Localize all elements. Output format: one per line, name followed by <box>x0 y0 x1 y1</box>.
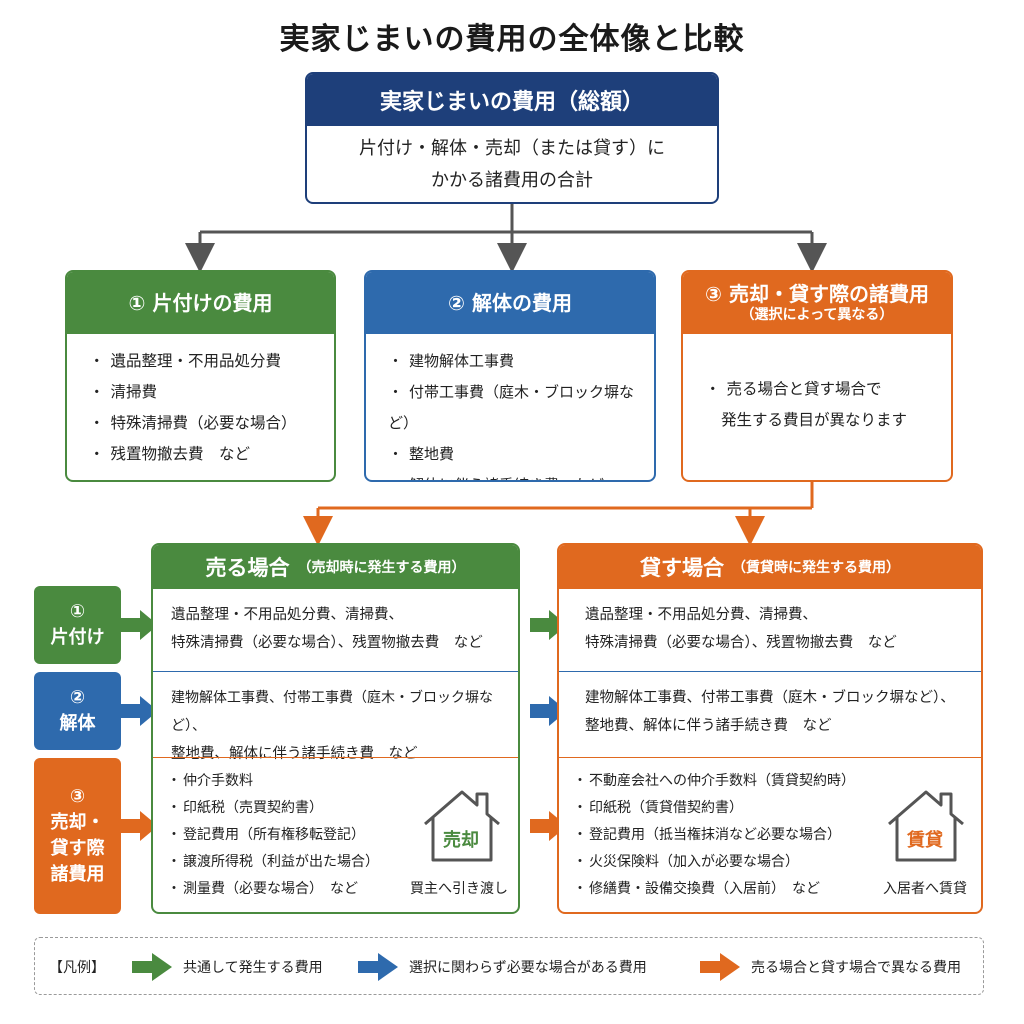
house-icon <box>888 790 964 862</box>
list-item: 遺品整理・不用品処分費 <box>89 346 334 377</box>
rent-panel-header: 貸す場合 （賃貸時に発生する費用） <box>559 545 981 589</box>
list-item: 譲渡所得税（利益が出た場合） <box>167 849 379 876</box>
side-label-cleanup: ① 片付け <box>34 586 121 664</box>
rent-fee-list: 不動産会社への仲介手数料（賃貸契約時） 印紙税（賃貸借契約書） 登記費用（抵当権… <box>573 768 855 903</box>
category-sale-rent-subheading: （選択によって異なる） <box>740 307 894 323</box>
category-cleanup-box: ① 片付けの費用 遺品整理・不用品処分費 清掃費 特殊清掃費（必要な場合） 残置… <box>65 270 336 482</box>
legend-label: 【凡例】 <box>49 960 105 976</box>
sell-row-demolition-text: 建物解体工事費、付帯工事費（庭木・ブロック塀など）、 整地費、解体に伴う諸手続き… <box>171 684 518 768</box>
category-sale-rent-box: ③ 売却・貸す際の諸費用 （選択によって異なる） 売る場合と貸す場合で 発生する… <box>681 270 953 482</box>
sell-row-fees: 仲介手数料 印紙税（売買契約書） 登記費用（所有権移転登記） 譲渡所得税（利益が… <box>153 757 518 912</box>
sell-row-demolition: 建物解体工事費、付帯工事費（庭木・ブロック塀など）、 整地費、解体に伴う諸手続き… <box>153 671 518 762</box>
rent-panel-subheading: （賃貸時に発生する費用） <box>732 560 900 576</box>
total-cost-line1: 片付け・解体・売却（または貸す）に <box>359 138 665 159</box>
rent-row-demolition: 建物解体工事費、付帯工事費（庭木・ブロック塀など）、 整地費、解体に伴う諸手続き… <box>559 671 981 757</box>
legend: 【凡例】 共通して発生する費用 選択に関わらず必要な場合がある費用 売る場合と貸… <box>34 937 984 995</box>
list-item-continuation: 発生する費目が異なります <box>721 411 908 429</box>
rent-row-fees: 不動産会社への仲介手数料（賃貸契約時） 印紙税（賃貸借契約書） 登記費用（抵当権… <box>559 757 981 912</box>
side-label-demolition: ② 解体 <box>34 672 121 750</box>
sell-panel: 売る場合 （売却時に発生する費用） 遺品整理・不用品処分費、清掃費、 特殊清掃費… <box>151 543 520 914</box>
total-cost-description: 片付け・解体・売却（または貸す）に かかる諸費用の合計 <box>307 126 717 202</box>
sell-row-cleanup-text: 遺品整理・不用品処分費、清掃費、 特殊清掃費（必要な場合）、残置物撤去費 など <box>171 601 483 657</box>
total-cost-line2: かかる諸費用の合計 <box>431 170 593 191</box>
arrow-green-left <box>121 610 158 640</box>
category-sale-rent-heading: ③ 売却・貸す際の諸費用 <box>705 282 929 306</box>
category-cleanup-list: 遺品整理・不用品処分費 清掃費 特殊清掃費（必要な場合） 残置物撤去費 など <box>67 334 334 470</box>
legend-arrow-green <box>132 953 172 981</box>
sell-panel-header: 売る場合 （売却時に発生する費用） <box>153 545 518 589</box>
list-item: 解体に伴う諸手続き費 など <box>388 470 654 480</box>
arrow-blue-left <box>121 696 158 726</box>
side-label-number: ① <box>69 601 86 622</box>
orange-connector <box>303 482 814 546</box>
list-item: 修繕費・設備交換費（入居前） など <box>573 876 855 903</box>
rent-row-cleanup: 遺品整理・不用品処分費、清掃費、 特殊清掃費（必要な場合）、残置物撤去費 など <box>559 589 981 671</box>
sell-fee-list: 仲介手数料 印紙税（売買契約書） 登記費用（所有権移転登記） 譲渡所得税（利益が… <box>167 768 379 903</box>
house-label-rent: 賃貸 <box>907 830 943 851</box>
category-sale-rent-header: ③ 売却・貸す際の諸費用 （選択によって異なる） <box>683 272 951 334</box>
total-cost-heading: 実家じまいの費用（総額） <box>307 74 717 126</box>
row-line: 整地費、解体に伴う諸手続き費 など <box>171 746 418 762</box>
legend-orange-text: 売る場合と貸す場合で異なる費用 <box>751 960 961 976</box>
rent-row-cleanup-text: 遺品整理・不用品処分費、清掃費、 特殊清掃費（必要な場合）、残置物撤去費 など <box>585 601 897 657</box>
sell-panel-heading: 売る場合 <box>205 556 290 580</box>
list-item: 印紙税（賃貸借契約書） <box>573 795 855 822</box>
category-demolition-box: ② 解体の費用 建物解体工事費 付帯工事費（庭木・ブロック塀など） 整地費 解体… <box>364 270 656 482</box>
list-item: 清掃費 <box>89 377 334 408</box>
list-item: 建物解体工事費 <box>388 346 654 377</box>
sell-row-cleanup: 遺品整理・不用品処分費、清掃費、 特殊清掃費（必要な場合）、残置物撤去費 など <box>153 589 518 671</box>
list-item: 付帯工事費（庭木・ブロック塀など） <box>388 377 654 439</box>
row-line: 整地費、解体に伴う諸手続き費 など <box>585 718 832 734</box>
list-item: 整地費 <box>388 439 654 470</box>
legend-arrow-blue <box>358 953 398 981</box>
row-line: 特殊清掃費（必要な場合）、残置物撤去費 など <box>585 635 897 651</box>
category-sale-rent-list: 売る場合と貸す場合で 発生する費目が異なります <box>683 334 951 436</box>
side-label-text: 諸費用 <box>50 864 105 885</box>
side-label-text: 貸す際 <box>50 838 105 859</box>
row-line: 建物解体工事費、付帯工事費（庭木・ブロック塀など）、 <box>171 690 493 734</box>
house-label-sell: 売却 <box>443 830 479 851</box>
category-cleanup-heading: ① 片付けの費用 <box>67 272 334 334</box>
list-item: 登記費用（所有権移転登記） <box>167 822 379 849</box>
house-caption-sell: 買主へ引き渡し <box>410 881 508 897</box>
list-item: 印紙税（売買契約書） <box>167 795 379 822</box>
tree-connector <box>185 204 827 273</box>
legend-arrow-orange <box>700 953 740 981</box>
page-title: 実家じまいの費用の全体像と比較 <box>279 22 745 57</box>
side-label-text: 解体 <box>59 713 96 734</box>
list-item: 残置物撤去費 など <box>89 439 334 470</box>
arrow-orange-left <box>121 811 158 841</box>
list-item: 測量費（必要な場合） など <box>167 876 379 903</box>
category-demolition-list: 建物解体工事費 付帯工事費（庭木・ブロック塀など） 整地費 解体に伴う諸手続き費… <box>366 334 654 480</box>
list-item: 不動産会社への仲介手数料（賃貸契約時） <box>573 768 855 795</box>
list-item: 特殊清掃費（必要な場合） <box>89 408 334 439</box>
side-label-sale-rent: ③ 売却・ 貸す際 諸費用 <box>34 758 121 914</box>
total-cost-box: 実家じまいの費用（総額） 片付け・解体・売却（または貸す）に かかる諸費用の合計 <box>305 72 719 204</box>
list-item: 登記費用（抵当権抹消など必要な場合） <box>573 822 855 849</box>
category-demolition-heading: ② 解体の費用 <box>366 272 654 334</box>
row-line: 建物解体工事費、付帯工事費（庭木・ブロック塀など）、 <box>585 690 955 706</box>
rent-panel-heading: 貸す場合 <box>640 556 724 580</box>
row-line: 遺品整理・不用品処分費、清掃費、 <box>171 607 403 623</box>
sell-panel-subheading: （売却時に発生する費用） <box>297 560 466 576</box>
legend-green-text: 共通して発生する費用 <box>183 960 323 976</box>
side-label-number: ② <box>69 687 86 708</box>
list-item: 売る場合と貸す場合で <box>705 374 951 405</box>
rent-panel: 貸す場合 （賃貸時に発生する費用） 遺品整理・不用品処分費、清掃費、 特殊清掃費… <box>557 543 983 914</box>
list-item: 仲介手数料 <box>167 768 379 795</box>
house-icon <box>424 790 500 862</box>
side-label-number: ③ <box>69 786 86 807</box>
side-label-text: 片付け <box>50 627 105 648</box>
rent-row-demolition-text: 建物解体工事費、付帯工事費（庭木・ブロック塀など）、 整地費、解体に伴う諸手続き… <box>585 684 955 740</box>
row-line: 遺品整理・不用品処分費、清掃費、 <box>585 607 817 623</box>
row-line: 特殊清掃費（必要な場合）、残置物撤去費 など <box>171 635 483 651</box>
side-label-text: 売却・ <box>50 812 105 833</box>
legend-blue-text: 選択に関わらず必要な場合がある費用 <box>409 960 647 976</box>
list-item: 火災保険料（加入が必要な場合） <box>573 849 855 876</box>
house-caption-rent: 入居者へ賃貸 <box>883 881 967 897</box>
